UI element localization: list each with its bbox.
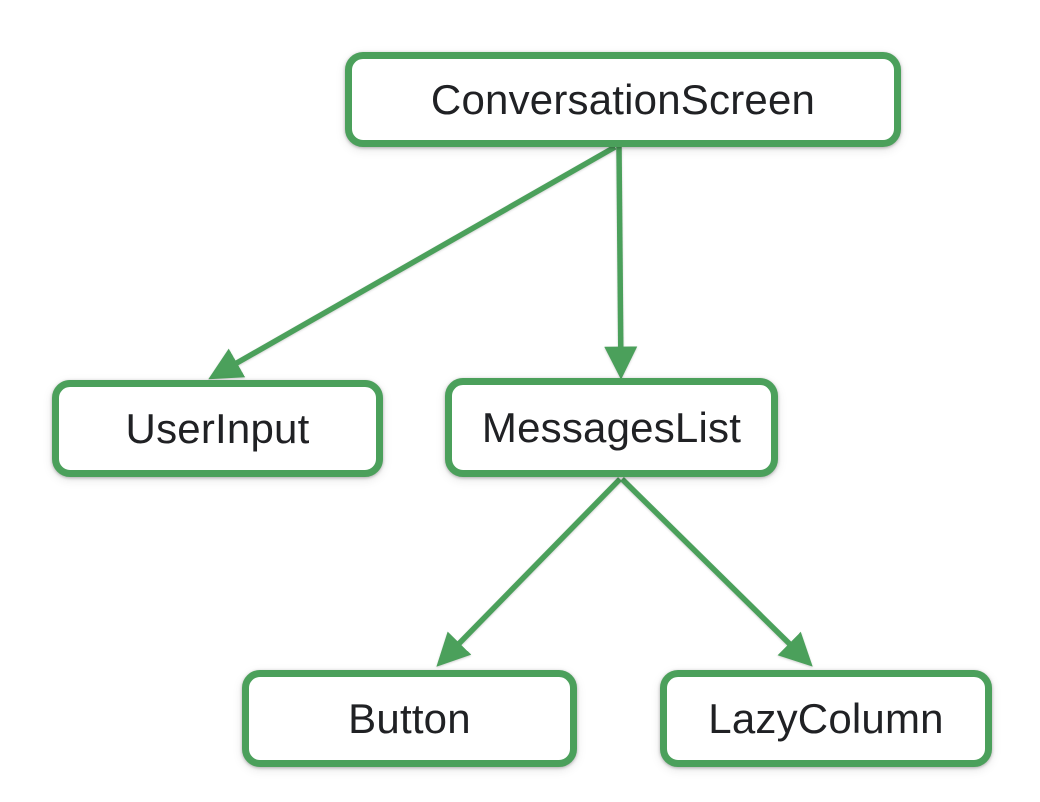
node-conversation-screen-label: ConversationScreen <box>430 75 816 123</box>
node-user-input-label: UserInput <box>125 404 310 452</box>
edge-messageslist-to-lazycolumn <box>620 477 813 667</box>
edge-messageslist-to-button <box>436 477 622 667</box>
node-button: Button <box>242 670 577 767</box>
node-button-label: Button <box>348 694 471 742</box>
node-user-input: UserInput <box>52 380 383 477</box>
node-messages-list: MessagesList <box>445 378 778 477</box>
node-conversation-screen: ConversationScreen <box>345 52 901 147</box>
node-lazy-column: LazyColumn <box>660 670 992 767</box>
node-lazy-column-label: LazyColumn <box>708 694 944 742</box>
node-messages-list-label: MessagesList <box>481 403 742 451</box>
edge-conversationscreen-to-userinput <box>208 144 617 380</box>
edge-conversationscreen-to-messageslist <box>604 146 638 380</box>
